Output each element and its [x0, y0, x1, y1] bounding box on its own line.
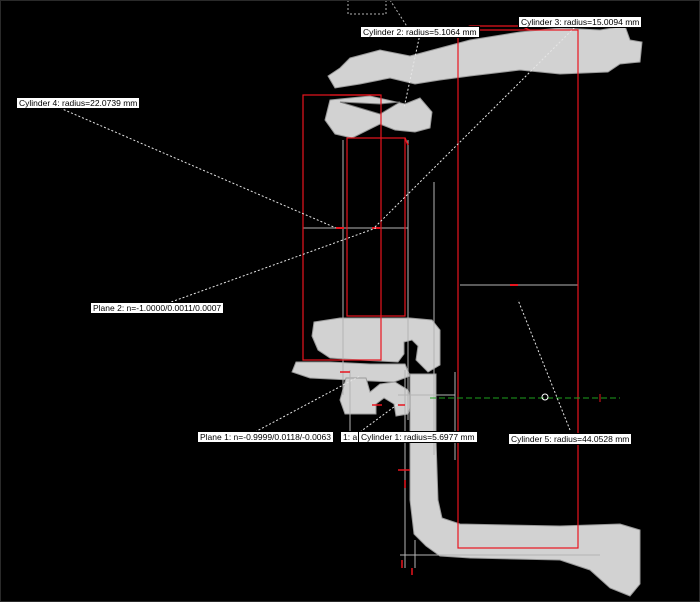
cylinder-4-label[interactable]: Cylinder 4: radius=22.0739 mm	[16, 97, 141, 109]
left-arm	[291, 361, 411, 383]
plane-2-label[interactable]: Plane 2: n=-1.0000/0.0011/0.0007	[90, 302, 225, 314]
cylinder-1-label[interactable]: Cylinder 1: radius=5.6977 mm	[358, 431, 478, 443]
cylinder-5-outline	[457, 29, 579, 549]
v-notch-section	[324, 95, 433, 139]
vertical-stem	[409, 373, 641, 597]
leader-lines	[59, 21, 581, 433]
cylinder-2-label[interactable]: Cylinder 2: radius=5.1064 mm	[360, 26, 480, 38]
v-notch-cut	[339, 101, 401, 115]
cylinder-outlines	[302, 25, 579, 575]
part-cross-section	[291, 25, 643, 597]
cylinder-2-outline	[346, 137, 406, 317]
guide-lines	[303, 0, 600, 568]
cylinder-3-label[interactable]: Cylinder 3: radius=15.0094 mm	[518, 16, 643, 28]
top-flange	[327, 25, 643, 89]
claw-hook	[339, 377, 413, 417]
cylinder-5-label[interactable]: Cylinder 5: radius=44.0528 mm	[508, 433, 633, 445]
axis-marker	[430, 393, 620, 402]
plane-1-label[interactable]: Plane 1: n=-0.9999/0.0118/-0.0063	[197, 431, 334, 443]
